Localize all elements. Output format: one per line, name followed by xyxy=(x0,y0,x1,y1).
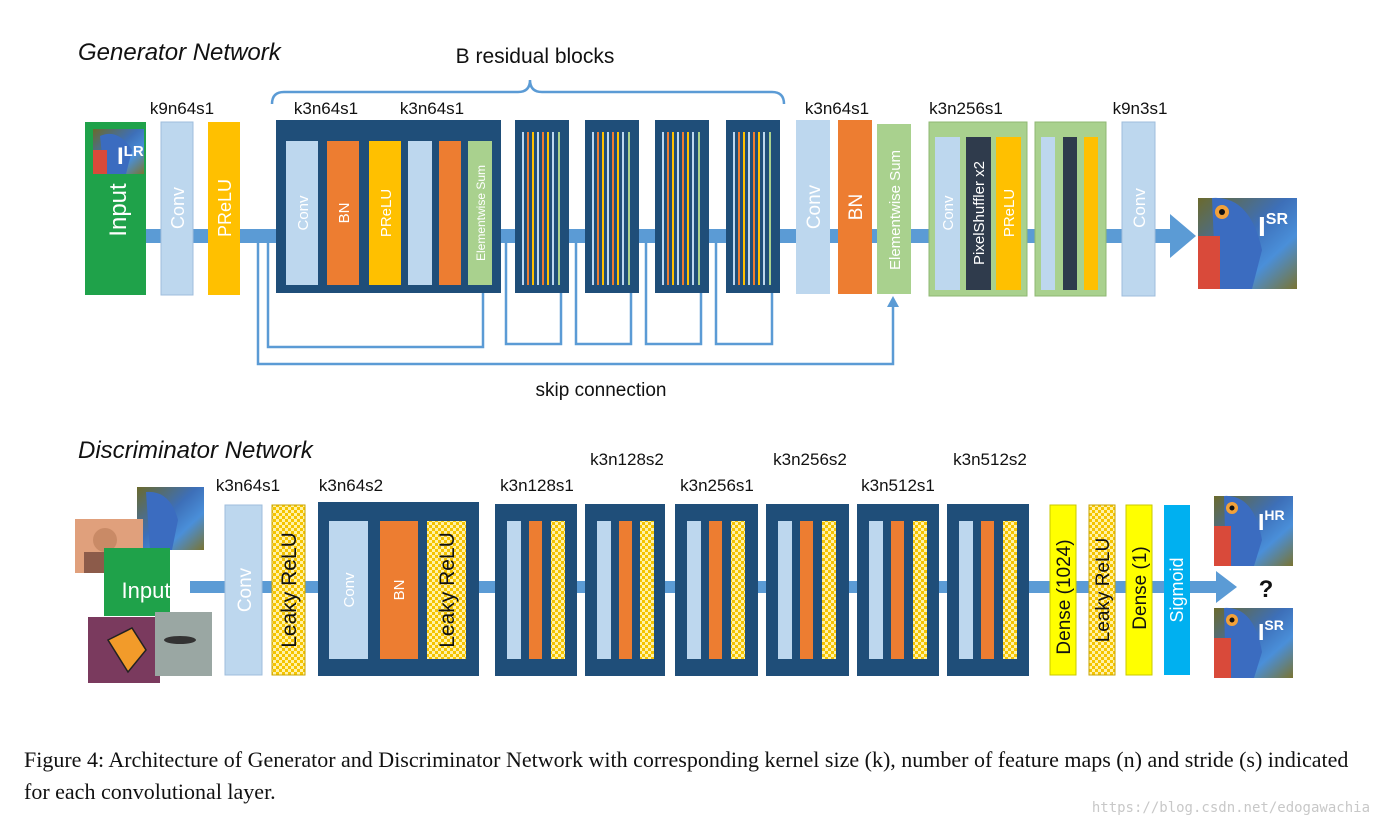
gen-pixel-shuffler xyxy=(966,137,991,290)
gen-conv-final-label: Conv xyxy=(1130,188,1149,228)
skip-connection-label: skip connection xyxy=(536,380,667,401)
gen-elementwise-sum-label: Elementwise Sum xyxy=(887,150,904,270)
disc-k-label-6: k3n256s2 xyxy=(773,450,847,469)
gen-res-prelu-label: PReLU xyxy=(378,189,395,237)
disc-k-label-5: k3n256s1 xyxy=(680,476,754,495)
generator-title: Generator Network xyxy=(78,39,283,66)
disc-block-3 xyxy=(585,504,665,676)
gen-k-label-1: k9n64s1 xyxy=(150,99,214,118)
disc-block-conv-label: Conv xyxy=(341,572,358,608)
disc-k-label-1: k3n64s1 xyxy=(216,476,280,495)
gen-up2-shuffler xyxy=(1063,137,1077,290)
gen-res-prelu xyxy=(369,141,401,285)
gen-conv-2 xyxy=(796,120,830,294)
gen-residual-block-2 xyxy=(515,120,569,293)
gen-up2-prelu xyxy=(1084,137,1098,290)
skip-connections xyxy=(256,243,895,366)
disc-block-leaky-label: Leaky ReLU xyxy=(436,532,459,648)
disc-block-4 xyxy=(675,504,758,676)
disc-k-label-8: k3n512s2 xyxy=(953,450,1027,469)
gen-up-prelu xyxy=(996,137,1021,290)
gen-res-conv-label: Conv xyxy=(295,195,312,231)
gen-residual-block-3 xyxy=(585,120,639,293)
disc-dense-1-label: Dense (1) xyxy=(1130,546,1151,629)
gen-lr-image xyxy=(93,129,144,174)
gen-up-prelu-label: PReLU xyxy=(1001,189,1018,237)
disc-block-7 xyxy=(947,504,1029,676)
gen-conv-1-label: Conv xyxy=(168,187,188,229)
gen-bn-2 xyxy=(838,120,872,294)
disc-hr-image xyxy=(1214,495,1293,566)
gen-conv-2-label: Conv xyxy=(804,184,825,229)
watermark: https://blog.csdn.net/edogawachia xyxy=(1091,800,1370,816)
disc-dense-1024 xyxy=(1049,504,1077,676)
disc-input-collage xyxy=(75,487,212,683)
gen-k-label-4: k3n64s1 xyxy=(805,99,869,118)
disc-block-5 xyxy=(766,504,849,676)
figure-caption: Figure 4: Architecture of Generator and … xyxy=(24,747,1349,804)
disc-block-bn xyxy=(380,521,418,659)
gen-residual-block-5 xyxy=(726,120,780,293)
disc-block-leaky-relu xyxy=(427,521,466,659)
gen-res-conv xyxy=(286,141,318,285)
gen-res-bn-label: BN xyxy=(336,203,353,224)
disc-hr-image-label: IHR xyxy=(1258,507,1285,535)
gen-input-label: Input xyxy=(105,183,132,237)
disc-k-label-7: k3n512s1 xyxy=(861,476,935,495)
disc-block-2 xyxy=(495,504,577,676)
gen-k-label-3: k3n64s1 xyxy=(400,99,464,118)
disc-sr-image-label: ISR xyxy=(1258,617,1284,645)
disc-block-conv xyxy=(329,521,368,659)
gen-conv-final xyxy=(1121,121,1156,297)
gen-up-conv xyxy=(935,137,960,290)
disc-conv-1 xyxy=(224,504,263,676)
disc-block-bn-label: BN xyxy=(391,580,408,601)
gen-conv-1 xyxy=(160,121,194,296)
gen-bn-2-label: BN xyxy=(846,194,867,220)
disc-sigmoid xyxy=(1164,505,1190,675)
gen-prelu-1 xyxy=(208,122,240,295)
disc-dense-1 xyxy=(1125,504,1153,676)
disc-flow-arrowhead xyxy=(1216,571,1237,603)
gen-res-bn xyxy=(327,141,359,285)
disc-k-label-4: k3n128s2 xyxy=(590,450,664,469)
disc-sr-image xyxy=(1214,607,1293,678)
gen-up-conv-label: Conv xyxy=(940,195,957,231)
residual-brace xyxy=(270,79,786,105)
disc-k-label-3: k3n128s1 xyxy=(500,476,574,495)
disc-dense-1024-label: Dense (1024) xyxy=(1054,539,1075,654)
gen-res-conv-2 xyxy=(408,141,432,285)
residual-blocks-label: B residual blocks xyxy=(456,45,615,68)
gen-sr-image-label: ISR xyxy=(1258,211,1288,242)
gen-res-bn-2 xyxy=(439,141,461,285)
disc-leaky-relu-final-label: Leaky ReLU xyxy=(1093,538,1114,643)
gen-elementwise-sum xyxy=(877,124,911,294)
gen-k-label-5: k3n256s1 xyxy=(929,99,1003,118)
gen-flow-arrowhead xyxy=(1170,214,1196,258)
disc-block-6 xyxy=(857,504,939,676)
disc-leaky-relu-final xyxy=(1088,504,1116,676)
gen-k-label-6: k9n3s1 xyxy=(1113,99,1168,118)
discriminator-title: Discriminator Network xyxy=(78,437,315,464)
disc-leaky-relu-1 xyxy=(271,504,306,676)
gen-pixel-shuffler-label: PixelShuffler x2 xyxy=(971,161,988,265)
architecture-diagram: Generator Network B residual blocks k9n6… xyxy=(75,39,1297,683)
gen-res-elementwise-sum xyxy=(468,141,492,285)
gen-residual-block-4 xyxy=(655,120,709,293)
disc-input-label: Input xyxy=(122,578,171,603)
gen-sr-image xyxy=(1198,197,1297,289)
gen-res-elementwise-label: Elementwise Sum xyxy=(474,165,488,261)
disc-conv-1-label: Conv xyxy=(235,567,256,612)
disc-k-label-2: k3n64s2 xyxy=(319,476,383,495)
disc-sigmoid-label: Sigmoid xyxy=(1167,557,1187,622)
disc-leaky-relu-1-label: Leaky ReLU xyxy=(278,532,301,648)
gen-lr-image-label: ILR xyxy=(117,143,144,170)
gen-k-label-2: k3n64s1 xyxy=(294,99,358,118)
gen-up2-conv xyxy=(1041,137,1055,290)
disc-question-mark: ? xyxy=(1259,576,1274,603)
gen-prelu-1-label: PReLU xyxy=(215,179,235,237)
